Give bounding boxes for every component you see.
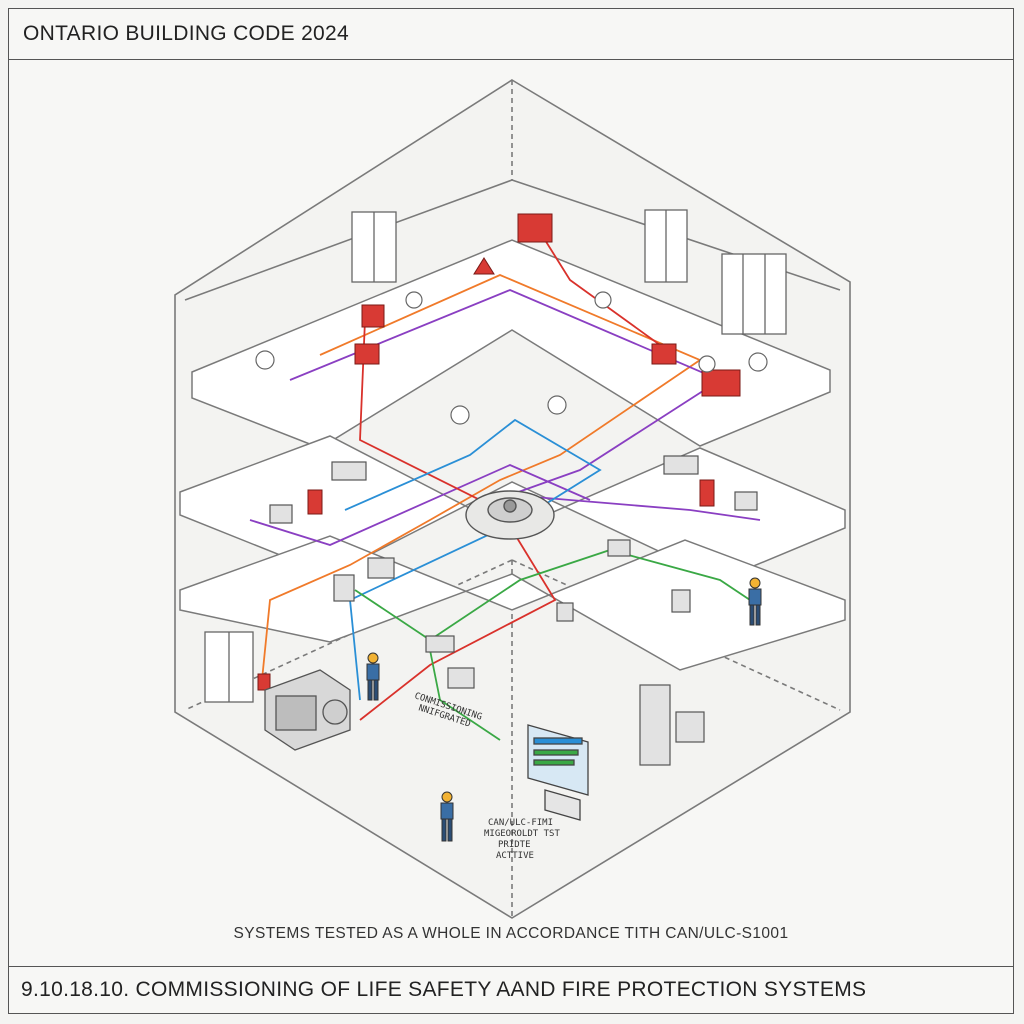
wire-purple [289, 289, 761, 521]
test-label-2: MIGEOROLDT TST [484, 829, 560, 839]
technician-bottom [440, 791, 454, 842]
wiring [249, 239, 761, 741]
wire-red-2 [544, 239, 661, 346]
fire-box-left [361, 304, 385, 328]
upper-slab [191, 239, 831, 449]
warning-triangle-icon [473, 257, 495, 275]
fire-box-left-2 [354, 343, 380, 365]
equipment-box [675, 711, 705, 743]
wire-red [359, 319, 557, 721]
smoke-detectors [255, 291, 768, 425]
extinguisher-left [307, 489, 323, 515]
equipment-cabinet [639, 684, 671, 766]
wire-green-2 [429, 649, 501, 741]
test-label-1: CAN/ULC-FIMI [488, 818, 553, 828]
fire-box-right [651, 343, 677, 365]
generator [264, 669, 351, 751]
technicians [366, 577, 762, 842]
control-panels [269, 455, 758, 766]
diagram-caption: SYSTEMS TESTED AS A WHOLE IN ACCORDANCE … [233, 925, 789, 942]
wire-orange [261, 274, 702, 681]
drawing-labels: CONMISSIONING NNIFGRATED CAN/ULC-FIMI MI… [413, 691, 560, 861]
test-label-3: PRIDTE [498, 840, 531, 850]
test-label-4: ACTTIVE [496, 851, 534, 861]
extinguisher-right [699, 479, 715, 507]
wire-purple-2 [249, 464, 591, 546]
monitoring-kiosk [527, 724, 589, 821]
page-title: ONTARIO BUILDING CODE 2024 [9, 9, 1013, 60]
wire-green [354, 549, 751, 642]
central-control-hub [465, 490, 555, 540]
technician-right [748, 577, 762, 626]
technician-middle [366, 652, 380, 701]
fire-panel-right [701, 369, 741, 397]
pull-station [257, 673, 271, 691]
doors-windows [204, 209, 787, 703]
fire-panel-top [517, 213, 553, 243]
section-title: 9.10.18.10. COMMISSIONING OF LIFE SAFETY… [9, 966, 1013, 1013]
fire-devices [257, 213, 741, 691]
